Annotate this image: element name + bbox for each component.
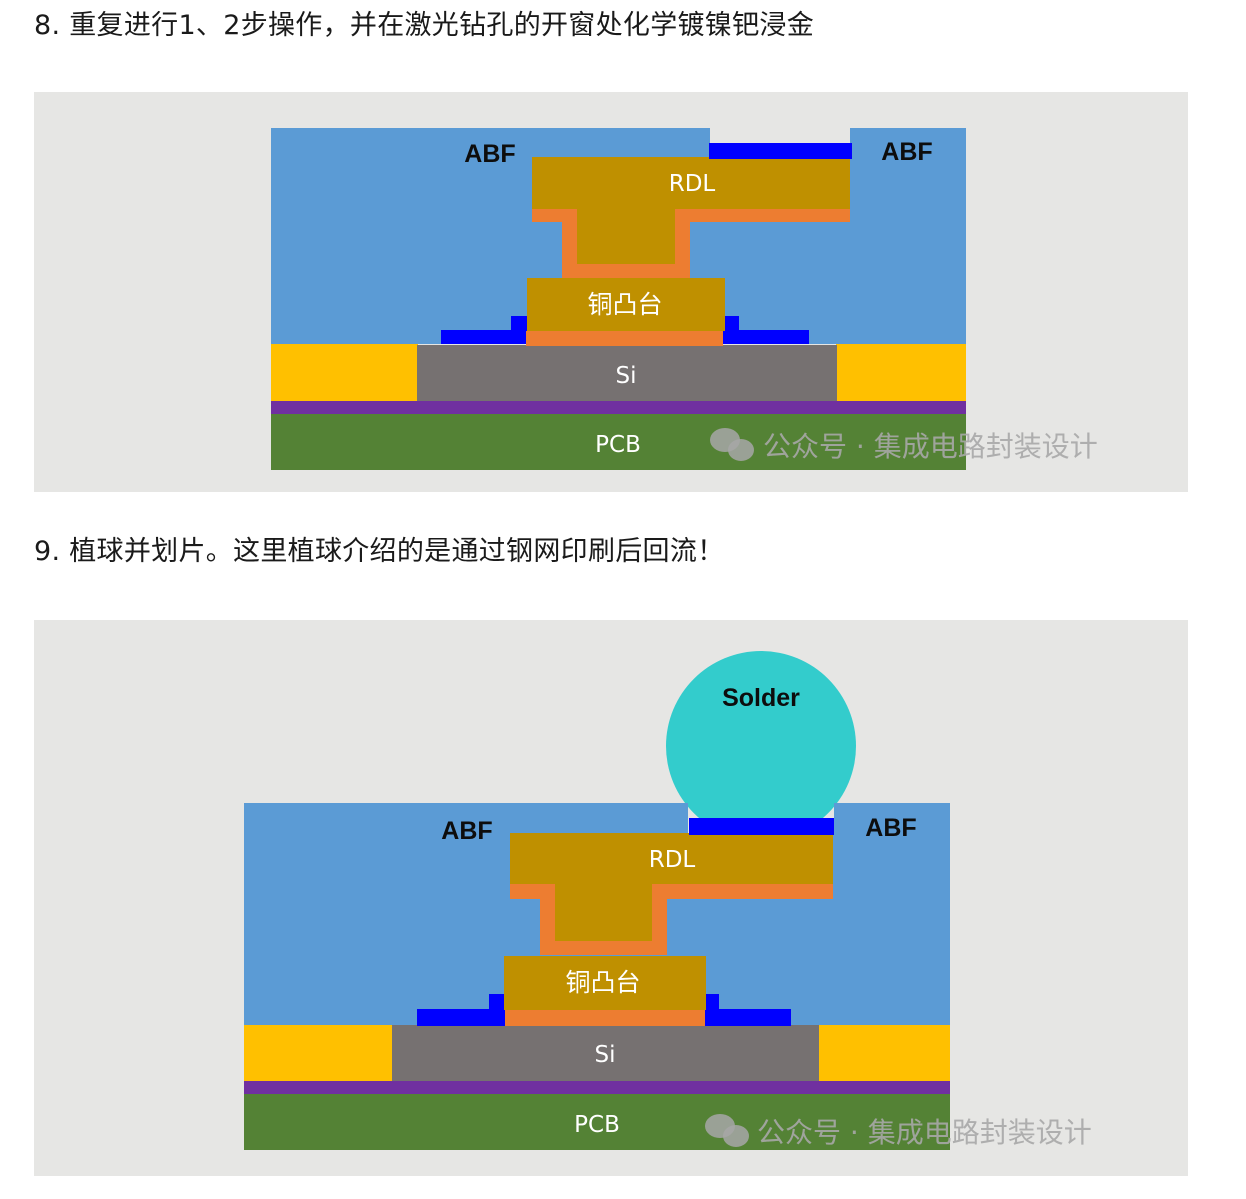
copper-pillar <box>527 278 725 331</box>
silicon-die <box>392 1025 819 1081</box>
pcb-label: PCB <box>574 1112 620 1138</box>
pcb-label: PCB <box>595 432 641 458</box>
step-8-figure: ABF ABF RDL 铜凸台 Si PCB 公众号 · 集成电路封装设计 <box>34 92 1188 492</box>
abf-label-left: ABF <box>464 140 515 168</box>
rdl-layer <box>532 157 850 209</box>
passivation-pad-right <box>679 994 791 1026</box>
wechat-icon <box>710 428 754 461</box>
watermark-text: 公众号 · 集成电路封装设计 <box>763 430 1098 463</box>
pcb-layer <box>244 1094 950 1150</box>
mold-side-right <box>818 1025 950 1081</box>
rdl-via <box>555 884 652 941</box>
rdl-label: RDL <box>649 847 696 873</box>
copper-pillar-label: 铜凸台 <box>587 290 662 319</box>
adhesive-layer <box>244 1081 950 1094</box>
nickel-palladium-gold-pad <box>689 818 834 835</box>
step-8-cross-section-diagram: ABF ABF RDL 铜凸台 Si PCB 公众号 · 集成电路封装设计 <box>271 128 1098 470</box>
step-9-figure: Solder ABF ABF RDL 铜凸台 Si PCB 公众号 · 集成电路… <box>34 620 1188 1176</box>
mold-side-left <box>271 344 418 401</box>
rdl-layer <box>510 833 833 884</box>
passivation-pad-left <box>441 316 551 344</box>
solder-ball <box>666 651 856 841</box>
mold-side-left <box>244 1025 393 1081</box>
abf-label-right: ABF <box>865 814 916 842</box>
watermark-text: 公众号 · 集成电路封装设计 <box>757 1116 1092 1149</box>
copper-pillar <box>504 956 706 1010</box>
wechat-icon <box>705 1114 749 1147</box>
solder-label: Solder <box>722 684 800 712</box>
pcb-layer <box>271 414 966 470</box>
passivation-pad-left <box>417 994 529 1026</box>
step-9-heading: 9. 植球并划片。这里植球介绍的是通过钢网印刷后回流！ <box>34 536 725 567</box>
abf-layer-right <box>850 128 966 344</box>
abf-label-right: ABF <box>881 138 932 166</box>
nickel-palladium-gold-pad <box>709 143 852 159</box>
abf-layer-right <box>834 803 950 1025</box>
pillar-seed-layer <box>526 331 723 346</box>
passivation-pad-right <box>699 316 809 344</box>
pillar-seed-layer <box>505 1010 705 1026</box>
copper-pillar-label: 铜凸台 <box>565 968 640 997</box>
rdl-via <box>577 209 675 264</box>
abf-label-left: ABF <box>441 817 492 845</box>
mold-side-right <box>836 344 966 401</box>
rdl-label: RDL <box>669 171 716 197</box>
si-label: Si <box>616 363 637 389</box>
si-label: Si <box>595 1042 616 1068</box>
step-8-heading: 8. 重复进行1、2步操作，并在激光钻孔的开窗处化学镀镍钯浸金 <box>34 10 814 41</box>
step-9-cross-section-diagram: Solder ABF ABF RDL 铜凸台 Si PCB 公众号 · 集成电路… <box>244 651 1092 1150</box>
silicon-die <box>417 345 837 401</box>
adhesive-layer <box>271 401 966 414</box>
